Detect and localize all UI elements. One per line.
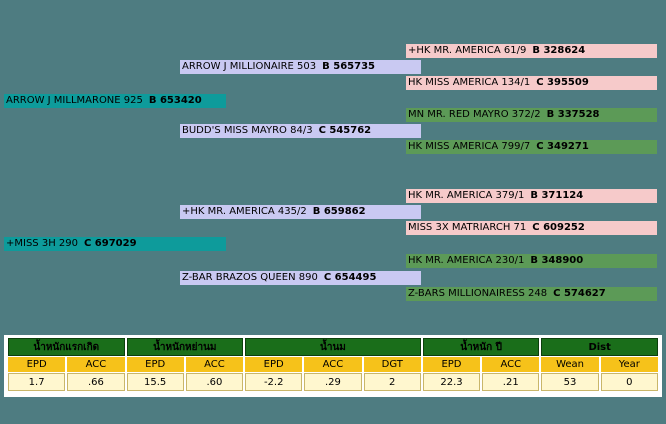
value-cell: 2 [363,373,421,391]
animal-name: HK MISS AMERICA 799/7 [408,141,531,152]
registration-number: B 653420 [148,95,202,106]
value-cell: .21 [482,373,540,391]
registration-number: B 337528 [546,109,600,120]
value-cell: -2.2 [245,373,303,391]
registration-number: B 659862 [312,206,366,217]
group-header-birth-weight: น้ำหนักแรกเกิด [8,338,125,356]
column-header: Year [600,357,658,372]
column-header: ACC [185,357,244,372]
pedigree-ddd[interactable]: Z-BARS MILLIONAIRESS 248 C 574627 [406,287,657,301]
column-header: ACC [482,357,540,372]
column-header: Wean [541,357,599,372]
animal-name: MISS 3X MATRIARCH 71 [408,222,527,233]
pedigree-dam[interactable]: +MISS 3H 290 C 697029 [4,237,226,251]
registration-number: C 349271 [536,141,589,152]
animal-name: HK MR. AMERICA 379/1 [408,190,525,201]
value-cell: .66 [67,373,125,391]
registration-number: B 371124 [530,190,584,201]
pedigree-dsd[interactable]: MISS 3X MATRIARCH 71 C 609252 [406,221,657,235]
value-cell: 1.7 [8,373,66,391]
value-cell: 53 [541,373,599,391]
epd-value-row: 1.7 .66 15.5 .60 -2.2 .29 2 22.3 .21 53 … [8,373,658,391]
registration-number: B 328624 [532,45,586,56]
column-header: EPD [422,357,481,372]
pedigree-ss[interactable]: ARROW J MILLIONAIRE 503 B 565735 [180,60,421,74]
pedigree-sd[interactable]: BUDD'S MISS MAYRO 84/3 C 545762 [180,124,421,138]
column-header: EPD [245,357,303,372]
registration-number: B 348900 [530,255,584,266]
animal-name: +HK MR. AMERICA 435/2 [182,206,307,217]
group-header-weaning-weight: น้ำหนักหย่านม [126,338,244,356]
animal-name: HK MISS AMERICA 134/1 [408,77,531,88]
pedigree-dss[interactable]: HK MR. AMERICA 379/1 B 371124 [406,189,657,203]
value-cell: 22.3 [422,373,481,391]
pedigree-ssd[interactable]: HK MISS AMERICA 134/1 C 395509 [406,76,657,90]
animal-name: ARROW J MILLMARONE 925 [6,95,143,106]
pedigree-sss[interactable]: +HK MR. AMERICA 61/9 B 328624 [406,44,657,58]
epd-table: น้ำหนักแรกเกิด น้ำหนักหย่านม น้ำนม น้ำหน… [6,337,660,392]
pedigree-sds[interactable]: MN MR. RED MAYRO 372/2 B 337528 [406,108,657,122]
animal-name: MN MR. RED MAYRO 372/2 [408,109,541,120]
pedigree-dd[interactable]: Z-BAR BRAZOS QUEEN 890 C 654495 [180,271,421,285]
value-cell: 0 [600,373,658,391]
epd-group-header-row: น้ำหนักแรกเกิด น้ำหนักหย่านม น้ำนม น้ำหน… [8,338,658,356]
registration-number: C 609252 [532,222,585,233]
column-header: EPD [126,357,184,372]
registration-number: B 565735 [322,61,376,72]
animal-name: ARROW J MILLIONAIRE 503 [182,61,317,72]
epd-column-header-row: EPD ACC EPD ACC EPD ACC DGT EPD ACC Wean… [8,357,658,372]
column-header: EPD [8,357,66,372]
value-cell: 15.5 [126,373,184,391]
pedigree-ds[interactable]: +HK MR. AMERICA 435/2 B 659862 [180,205,421,219]
animal-name: Z-BAR BRAZOS QUEEN 890 [182,272,318,283]
animal-name: +MISS 3H 290 [6,238,78,249]
pedigree-sire[interactable]: ARROW J MILLMARONE 925 B 653420 [4,94,226,108]
column-header: ACC [304,357,362,372]
group-header-milk: น้ำนม [245,338,421,356]
column-header: DGT [363,357,421,372]
registration-number: C 395509 [536,77,589,88]
group-header-dist: Dist [541,338,658,356]
animal-name: +HK MR. AMERICA 61/9 [408,45,527,56]
value-cell: .29 [304,373,362,391]
animal-name: Z-BARS MILLIONAIRESS 248 [408,288,548,299]
value-cell: .60 [185,373,244,391]
group-header-yearling-weight: น้ำหนัก ปี [422,338,540,356]
animal-name: HK MR. AMERICA 230/1 [408,255,525,266]
pedigree-dds[interactable]: HK MR. AMERICA 230/1 B 348900 [406,254,657,268]
column-header: ACC [67,357,125,372]
registration-number: C 654495 [323,272,377,283]
registration-number: C 574627 [553,288,606,299]
pedigree-sdd[interactable]: HK MISS AMERICA 799/7 C 349271 [406,140,657,154]
registration-number: C 697029 [83,238,137,249]
registration-number: C 545762 [318,125,372,136]
epd-panel: น้ำหนักแรกเกิด น้ำหนักหย่านม น้ำนม น้ำหน… [4,335,662,397]
animal-name: BUDD'S MISS MAYRO 84/3 [182,125,313,136]
